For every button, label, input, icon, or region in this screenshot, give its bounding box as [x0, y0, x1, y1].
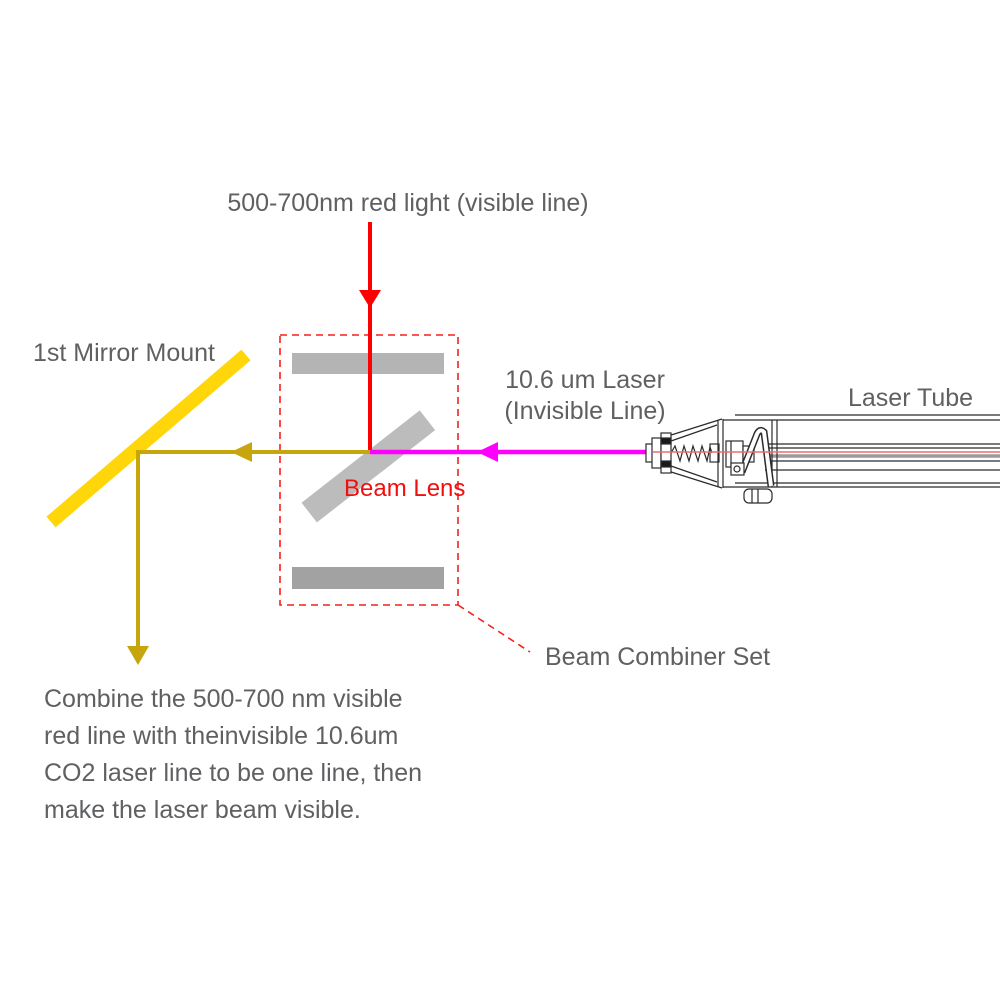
red-beam-arrowhead [359, 290, 381, 308]
mirror [46, 349, 251, 528]
combiner-leader-line [457, 604, 531, 653]
yellow-beam-left-arrowhead [231, 442, 252, 462]
description-text: Combine the 500-700 nm visible red line … [44, 685, 423, 824]
mirror-mount-label: 1st Mirror Mount [33, 339, 215, 367]
invisible-laser-label: 10.6 um Laser (Invisible Line) [504, 366, 666, 425]
magenta-beam-arrowhead [477, 442, 498, 462]
beam-combiner-set-label: Beam Combiner Set [545, 643, 771, 671]
bottom-reflector-bar [292, 567, 444, 589]
laser-tube-drawing [645, 414, 1000, 504]
red-light-label: 500-700nm red light (visible line) [227, 189, 589, 217]
laser-tube-label: Laser Tube [848, 384, 974, 412]
yellow-beam-down-arrowhead [127, 646, 149, 665]
beam-lens-label: Beam Lens [344, 475, 466, 502]
beam-lens-glass [301, 410, 436, 523]
